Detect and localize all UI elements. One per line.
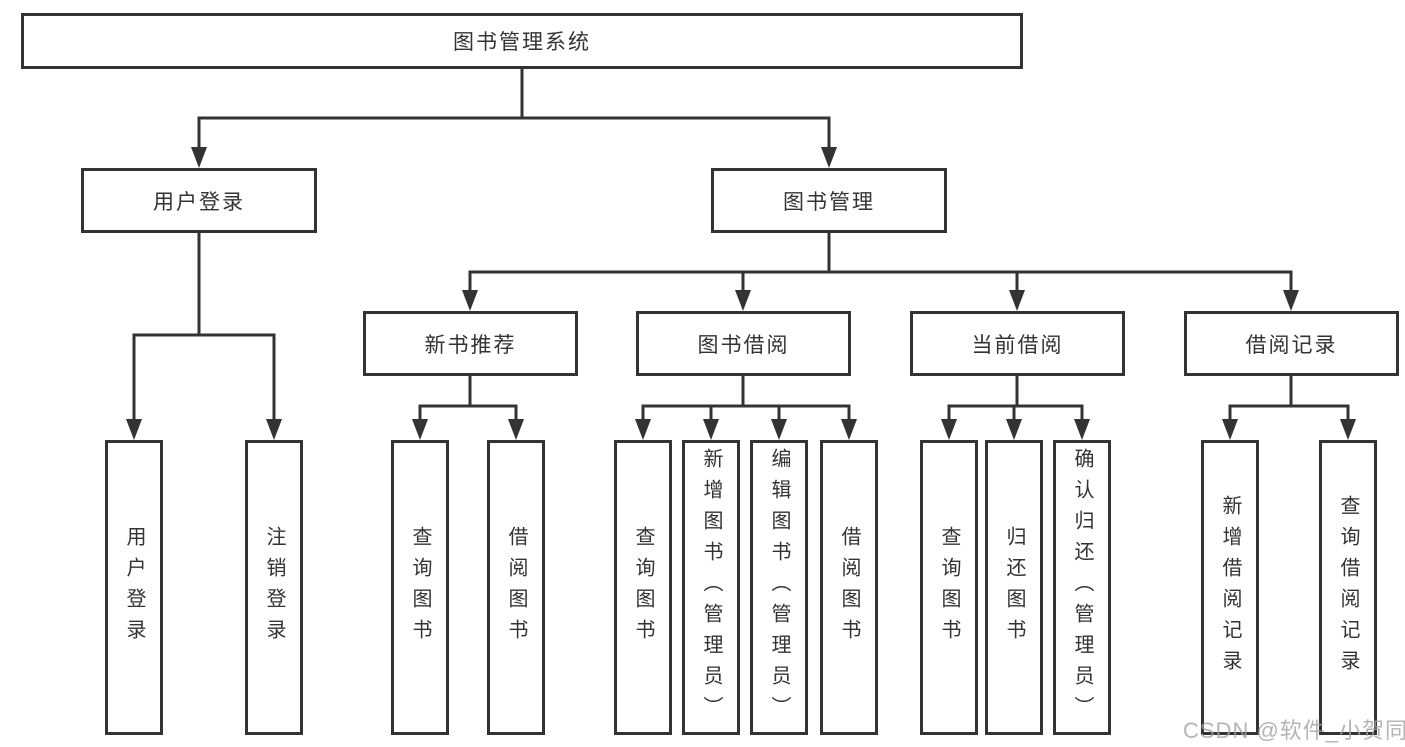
arrow-down-icon <box>191 147 207 168</box>
arrow-down-icon <box>635 419 651 440</box>
node-label: 借阅图书 <box>505 525 527 650</box>
node-label: 查询借阅记录 <box>1337 494 1359 681</box>
node-label: 新书推荐 <box>424 333 517 357</box>
node-label: 编辑图书（管理员） <box>768 448 790 727</box>
node-label: 归还图书 <box>1003 525 1025 650</box>
arrow-down-icon <box>941 419 957 440</box>
arrow-down-icon <box>508 419 524 440</box>
connector-borrow-to-leaves <box>641 376 851 435</box>
arrow-down-icon <box>266 419 282 440</box>
node-leaf-edit-book-admin: 编辑图书（管理员） <box>750 440 808 735</box>
node-label: 查询图书 <box>632 525 654 650</box>
node-label: 图书借阅 <box>697 333 790 357</box>
arrow-down-icon <box>1340 419 1356 440</box>
arrow-down-icon <box>1006 419 1022 440</box>
node-current-borrow: 当前借阅 <box>910 311 1125 376</box>
node-user-login-module: 用户登录 <box>81 168 317 233</box>
node-leaf-return-book: 归还图书 <box>985 440 1043 735</box>
arrow-down-icon <box>1074 419 1090 440</box>
arrow-down-icon <box>1222 419 1238 440</box>
node-label: 新增图书（管理员） <box>700 448 722 727</box>
node-label: 确认归还（管理员） <box>1071 448 1093 727</box>
node-label: 新增借阅记录 <box>1219 494 1241 681</box>
arrow-down-icon <box>1283 290 1299 311</box>
connector-book-mgmt-to-level3 <box>468 233 1293 306</box>
arrow-down-icon <box>735 290 751 311</box>
arrow-down-icon <box>1009 290 1025 311</box>
node-leaf-user-logout: 注销登录 <box>245 440 303 735</box>
watermark: CSDN @软件_小贺同学 <box>1183 718 1405 743</box>
node-label: 查询图书 <box>409 525 431 650</box>
connector-record-to-leaves <box>1228 376 1350 435</box>
arrow-down-icon <box>821 147 837 168</box>
node-leaf-borrow-book: 借阅图书 <box>820 440 878 735</box>
node-leaf-borrow-query-book: 查询图书 <box>614 440 672 735</box>
node-label: 借阅记录 <box>1245 333 1338 357</box>
node-label: 借阅图书 <box>838 525 860 650</box>
node-leaf-user-login: 用户登录 <box>105 440 163 735</box>
node-label: 用户登录 <box>123 525 145 650</box>
node-leaf-query-borrow-record: 查询借阅记录 <box>1319 440 1377 735</box>
arrow-down-icon <box>412 419 428 440</box>
node-root-system: 图书管理系统 <box>21 13 1023 69</box>
connector-user-login-to-leaves <box>132 233 276 435</box>
node-leaf-add-book-admin: 新增图书（管理员） <box>682 440 740 735</box>
arrow-down-icon <box>703 419 719 440</box>
node-label: 注销登录 <box>263 525 285 650</box>
node-leaf-add-borrow-record: 新增借阅记录 <box>1201 440 1259 735</box>
node-leaf-current-query-book: 查询图书 <box>920 440 978 735</box>
node-label: 用户登录 <box>153 190 245 214</box>
node-book-borrow: 图书借阅 <box>636 311 851 376</box>
arrow-down-icon <box>841 419 857 440</box>
node-leaf-new-borrow-book: 借阅图书 <box>487 440 545 735</box>
node-leaf-new-query-book: 查询图书 <box>391 440 449 735</box>
arrow-down-icon <box>771 419 787 440</box>
connector-root-to-level2 <box>197 69 831 163</box>
arrow-down-icon <box>462 290 478 311</box>
node-borrow-record: 借阅记录 <box>1184 311 1399 376</box>
node-book-management: 图书管理 <box>711 168 947 233</box>
node-label: 当前借阅 <box>971 333 1064 357</box>
connector-newbook-to-leaves <box>418 376 518 435</box>
node-label: 图书管理系统 <box>453 31 591 54</box>
arrow-down-icon <box>126 419 142 440</box>
node-label: 图书管理 <box>783 190 875 214</box>
node-leaf-confirm-return-admin: 确认归还（管理员） <box>1053 440 1111 735</box>
node-new-book-recommend: 新书推荐 <box>363 311 578 376</box>
node-label: 查询图书 <box>938 525 960 650</box>
